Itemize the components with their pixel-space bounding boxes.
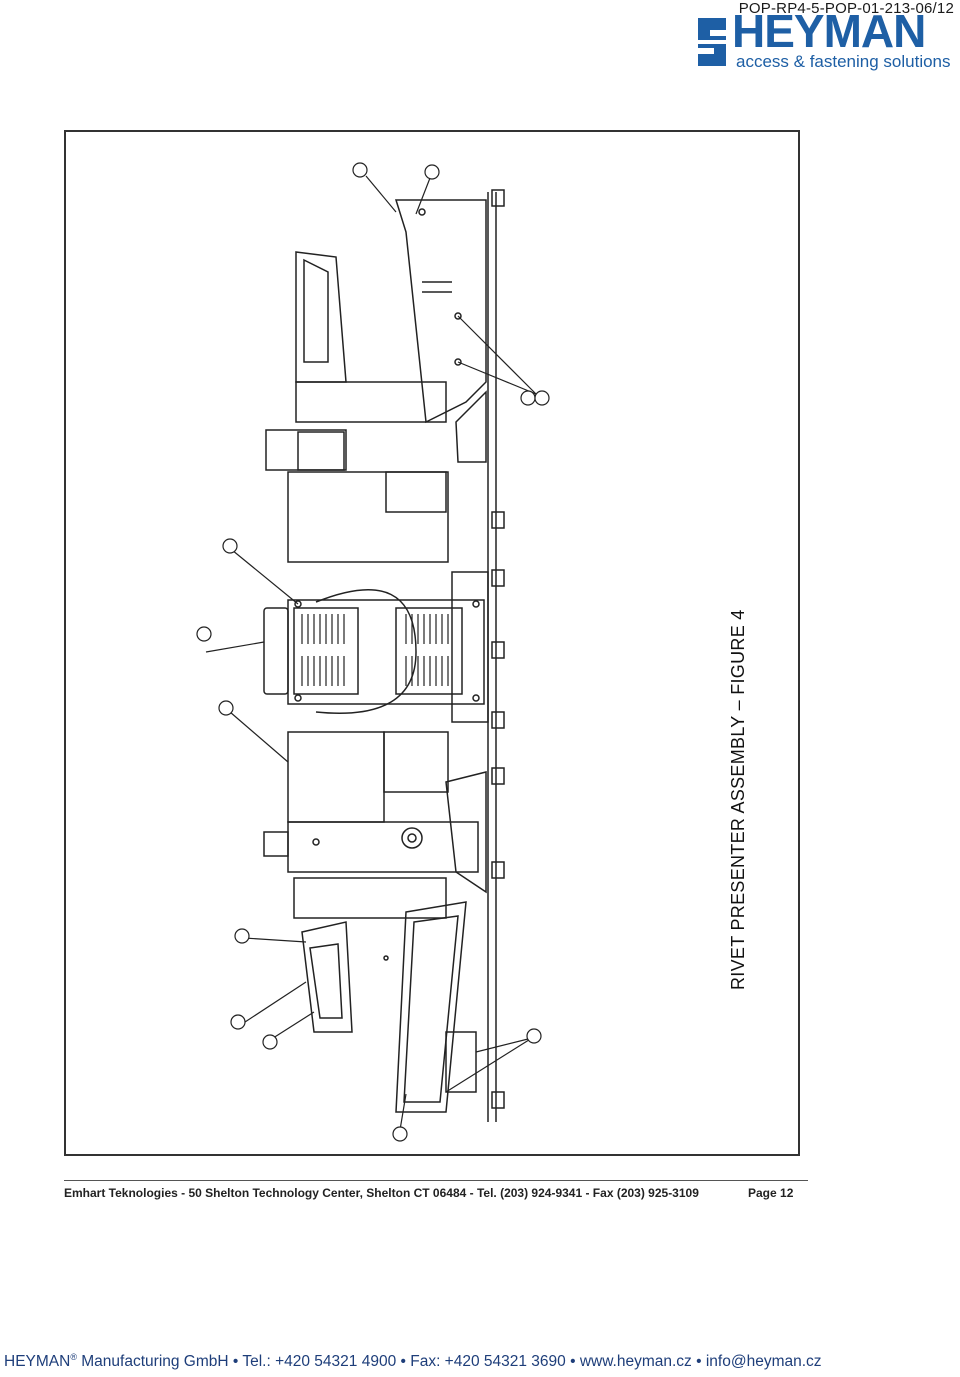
company-footer-contacts: Manufacturing GmbH • Tel.: +420 54321 49… [76,1353,822,1371]
logo-tagline: access & fastening solutions [736,52,951,71]
base-rail [487,189,505,1122]
company-footer: HEYMAN® Manufacturing GmbH • Tel.: +420 … [4,1352,822,1371]
heyman-logo-mark-icon [694,18,730,66]
scan-page-number: Page 12 [748,1186,794,1200]
company-footer-name: HEYMAN [4,1353,71,1371]
document-code: POP-RP4-5-POP-01-213-06/12 [738,0,954,17]
scan-footer-address: Emhart Teknologies - 50 Shelton Technolo… [64,1186,699,1200]
leader-lines [205,175,537,1131]
heyman-logo: HEYMAN access & fastening solutions [694,5,960,72]
rivet-presenter-drawing [196,162,550,1142]
reel-section [263,571,489,723]
upper-unit [265,199,487,563]
lower-unit [263,731,487,1113]
registered-mark: ® [70,1352,77,1362]
scan-footer-rule [64,1180,808,1181]
logo-wordmark: HEYMAN [732,5,926,57]
drawing-frame: RIVET PRESENTER ASSEMBLY – FIGURE 4 [64,130,800,1156]
figure-title-text: RIVET PRESENTER ASSEMBLY – FIGURE 4 [728,609,748,990]
callout-bubbles [196,162,550,1142]
